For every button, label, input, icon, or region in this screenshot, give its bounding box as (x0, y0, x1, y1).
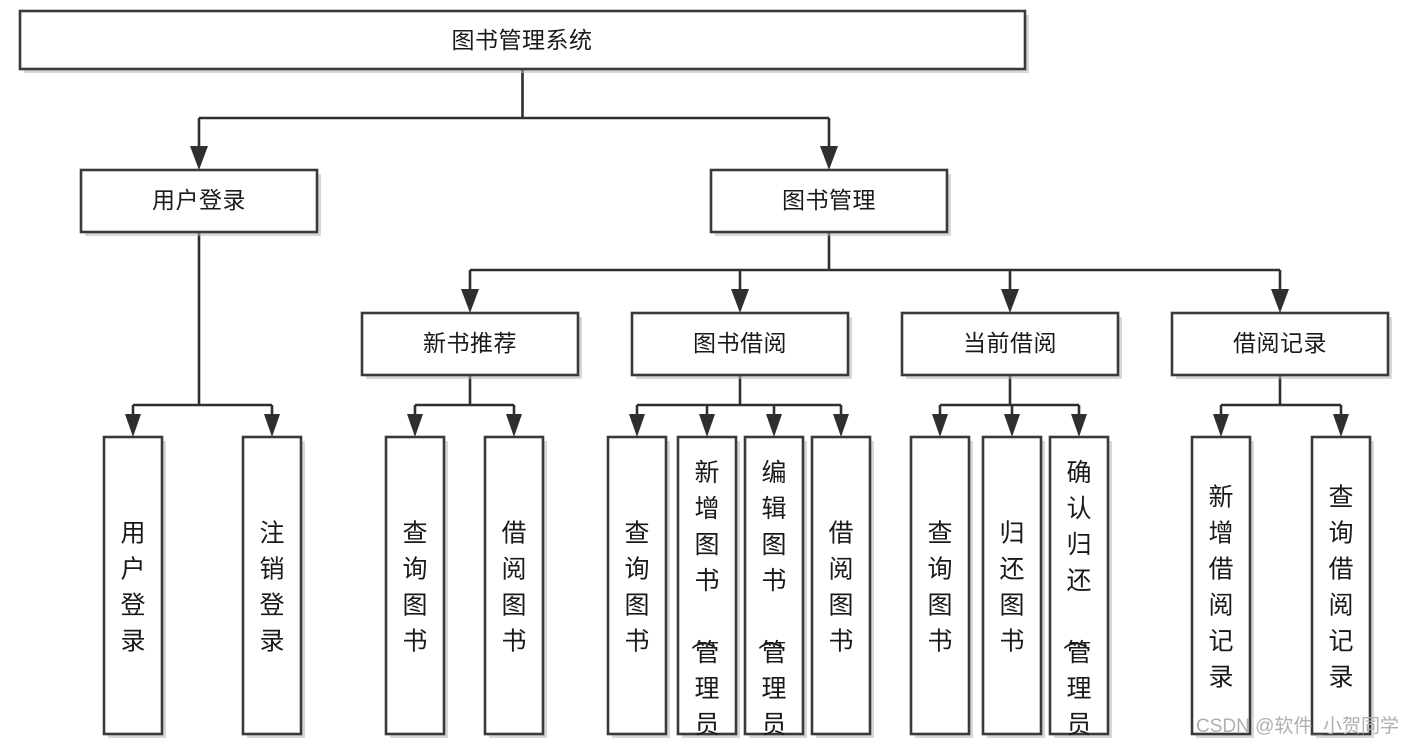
node-title-label: 图书管理系统 (452, 27, 593, 53)
node-leaf-borrow-book-1-label: 借阅图书 (501, 520, 526, 656)
node-leaf-user-login-label: 用户登录 (120, 520, 145, 656)
node-leaf-add-record[interactable]: 新增借阅记录 (1190, 435, 1254, 738)
node-current-borrow-label: 当前借阅 (963, 330, 1057, 356)
connector-layer (125, 69, 1349, 437)
node-book-manage[interactable]: 图书管理 (709, 168, 951, 236)
node-book-manage-box[interactable] (709, 168, 949, 234)
node-leaf-edit-book-box[interactable] (743, 435, 805, 736)
node-borrow-record-box[interactable] (1170, 311, 1390, 377)
node-leaf-query-record-box[interactable] (1310, 435, 1372, 736)
node-user-login-box[interactable] (79, 168, 319, 234)
node-new-book-recommend[interactable]: 新书推荐 (360, 311, 582, 379)
arrow-leaf-logout (264, 414, 280, 437)
node-leaf-query-book-2-label: 查询图书 (624, 520, 649, 656)
arrow-leaf-edit-book (766, 414, 782, 437)
node-current-borrow-box[interactable] (900, 311, 1120, 377)
arrow-to-user-login (190, 146, 208, 170)
arrow-leaf-borrow-book-2 (833, 414, 849, 437)
node-leaf-add-record-box[interactable] (1190, 435, 1252, 736)
arrow-to-book-borrow (731, 289, 749, 313)
node-leaf-logout-box[interactable] (241, 435, 303, 736)
node-new-book-recommend-box[interactable] (360, 311, 580, 377)
node-leaf-add-record-label: 新增借阅记录 (1208, 484, 1233, 692)
arrow-leaf-query-book-2 (629, 414, 645, 437)
node-leaf-logout-label: 注销登录 (259, 520, 284, 656)
node-leaf-return-book-box[interactable] (981, 435, 1043, 736)
node-leaf-logout[interactable]: 注销登录 (241, 435, 305, 738)
node-leaf-borrow-book-1[interactable]: 借阅图书 (483, 435, 547, 738)
node-user-login-label: 用户登录 (152, 187, 246, 213)
node-leaf-add-book-box[interactable] (676, 435, 738, 736)
node-current-borrow[interactable]: 当前借阅 (900, 311, 1122, 379)
leaf-node-layer: 用户登录 注销登录 查询图书 借阅图书 查询图书 新增图书（管理员） 编辑图书（管理员） 借阅… (102, 435, 1374, 747)
arrow-leaf-add-book (699, 414, 715, 437)
node-leaf-query-book-3-label: 查询图书 (927, 520, 952, 656)
arrow-leaf-query-book-1 (407, 414, 423, 437)
node-book-manage-label: 图书管理 (782, 187, 876, 213)
csdn-watermark: CSDN @软件_小贺同学 (1196, 715, 1399, 737)
node-leaf-query-book-1[interactable]: 查询图书 (384, 435, 448, 738)
node-book-borrow-label: 图书借阅 (693, 330, 787, 356)
arrow-to-book-manage (820, 146, 838, 170)
node-leaf-edit-book[interactable]: 编辑图书（管理员） (743, 435, 807, 747)
arrow-leaf-return-book (1004, 414, 1020, 437)
node-leaf-query-book-2-box[interactable] (606, 435, 668, 736)
node-leaf-query-record-label: 查询借阅记录 (1328, 484, 1353, 692)
arrow-leaf-borrow-book-1 (506, 414, 522, 437)
node-leaf-edit-book-label: 编辑图书（管理员） (755, 459, 786, 747)
node-book-borrow[interactable]: 图书借阅 (630, 311, 852, 379)
arrow-to-borrow-record (1271, 289, 1289, 313)
node-leaf-query-book-2[interactable]: 查询图书 (606, 435, 670, 738)
node-leaf-query-book-3[interactable]: 查询图书 (909, 435, 973, 738)
node-leaf-borrow-book-1-box[interactable] (483, 435, 545, 736)
node-leaf-query-book-3-box[interactable] (909, 435, 971, 736)
node-borrow-record-label: 借阅记录 (1233, 330, 1327, 356)
node-leaf-add-book[interactable]: 新增图书（管理员） (676, 435, 740, 747)
arrow-leaf-add-record (1213, 414, 1229, 437)
node-borrow-record[interactable]: 借阅记录 (1170, 311, 1392, 379)
node-title[interactable]: 图书管理系统 (18, 9, 1029, 73)
node-leaf-borrow-book-2-box[interactable] (810, 435, 872, 736)
node-leaf-add-book-label: 新增图书（管理员） (688, 459, 719, 747)
arrow-leaf-confirm-return (1071, 414, 1087, 437)
node-leaf-user-login-box[interactable] (102, 435, 164, 736)
node-title-box[interactable] (18, 9, 1027, 71)
node-leaf-query-record[interactable]: 查询借阅记录 (1310, 435, 1374, 738)
node-leaf-user-login[interactable]: 用户登录 (102, 435, 166, 738)
node-leaf-borrow-book-2-label: 借阅图书 (828, 520, 853, 656)
node-user-login[interactable]: 用户登录 (79, 168, 321, 236)
node-leaf-query-book-1-box[interactable] (384, 435, 446, 736)
node-new-book-recommend-label: 新书推荐 (423, 330, 517, 356)
node-leaf-query-book-1-label: 查询图书 (402, 520, 427, 656)
node-leaf-return-book[interactable]: 归还图书 (981, 435, 1045, 738)
arrow-leaf-user-login (125, 414, 141, 437)
node-leaf-confirm-return-label: 确认归还（管理员） (1060, 459, 1091, 747)
node-leaf-borrow-book-2[interactable]: 借阅图书 (810, 435, 874, 738)
arrow-to-new-book-recommend (461, 289, 479, 313)
arrow-leaf-query-book-3 (932, 414, 948, 437)
node-leaf-return-book-label: 归还图书 (999, 520, 1024, 656)
node-leaf-confirm-return-box[interactable] (1048, 435, 1110, 736)
node-book-borrow-box[interactable] (630, 311, 850, 377)
node-leaf-confirm-return[interactable]: 确认归还（管理员） (1048, 435, 1112, 747)
arrow-leaf-query-record (1333, 414, 1349, 437)
arrow-to-current-borrow (1001, 289, 1019, 313)
